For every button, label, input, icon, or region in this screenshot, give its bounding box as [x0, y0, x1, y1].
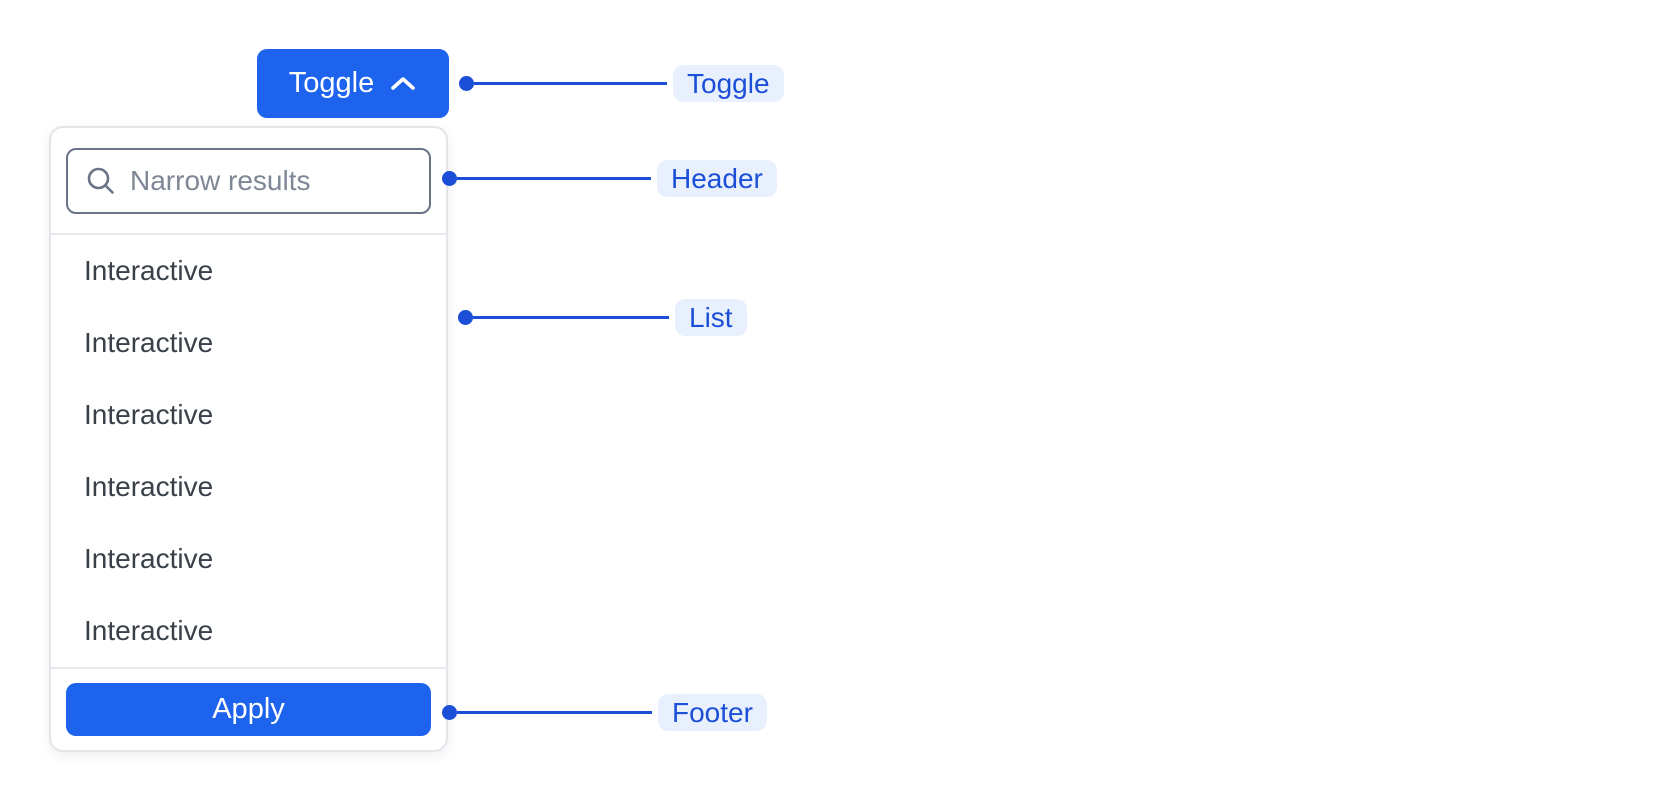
connector-dot	[442, 705, 457, 720]
connector-line	[474, 82, 667, 85]
annotation-label-toggle: Toggle	[673, 65, 784, 102]
dropdown-header	[51, 128, 446, 235]
annotation-header: Header	[442, 160, 777, 197]
connector-dot	[459, 76, 474, 91]
connector-dot	[458, 310, 473, 325]
toggle-button[interactable]: Toggle	[257, 49, 449, 118]
annotation-footer: Footer	[442, 694, 767, 731]
annotation-label-list: List	[675, 299, 747, 336]
connector-line	[473, 316, 669, 319]
search-box	[66, 148, 431, 214]
list-item[interactable]: Interactive	[84, 471, 214, 502]
annotation-label-header: Header	[657, 160, 777, 197]
connector-line	[457, 177, 651, 180]
annotation-label-footer: Footer	[658, 694, 767, 731]
search-input[interactable]	[66, 148, 431, 214]
list-item[interactable]: Interactive	[84, 543, 214, 574]
dropdown-footer: Apply	[51, 667, 446, 750]
dropdown-panel: Interactive Interactive Interactive Inte…	[49, 126, 448, 752]
apply-button[interactable]: Apply	[66, 683, 431, 736]
annotation-toggle: Toggle	[459, 65, 784, 102]
list-item[interactable]: Interactive	[84, 255, 214, 286]
toggle-button-label: Toggle	[288, 67, 375, 99]
connector-line	[457, 711, 652, 714]
list-item[interactable]: Interactive	[84, 399, 214, 430]
annotation-list: List	[458, 299, 747, 336]
connector-dot	[442, 171, 457, 186]
chevron-up-icon	[389, 75, 417, 93]
list-item[interactable]: Interactive	[84, 615, 214, 646]
list-item[interactable]: Interactive	[84, 327, 214, 358]
dropdown-list: Interactive Interactive Interactive Inte…	[51, 235, 446, 667]
